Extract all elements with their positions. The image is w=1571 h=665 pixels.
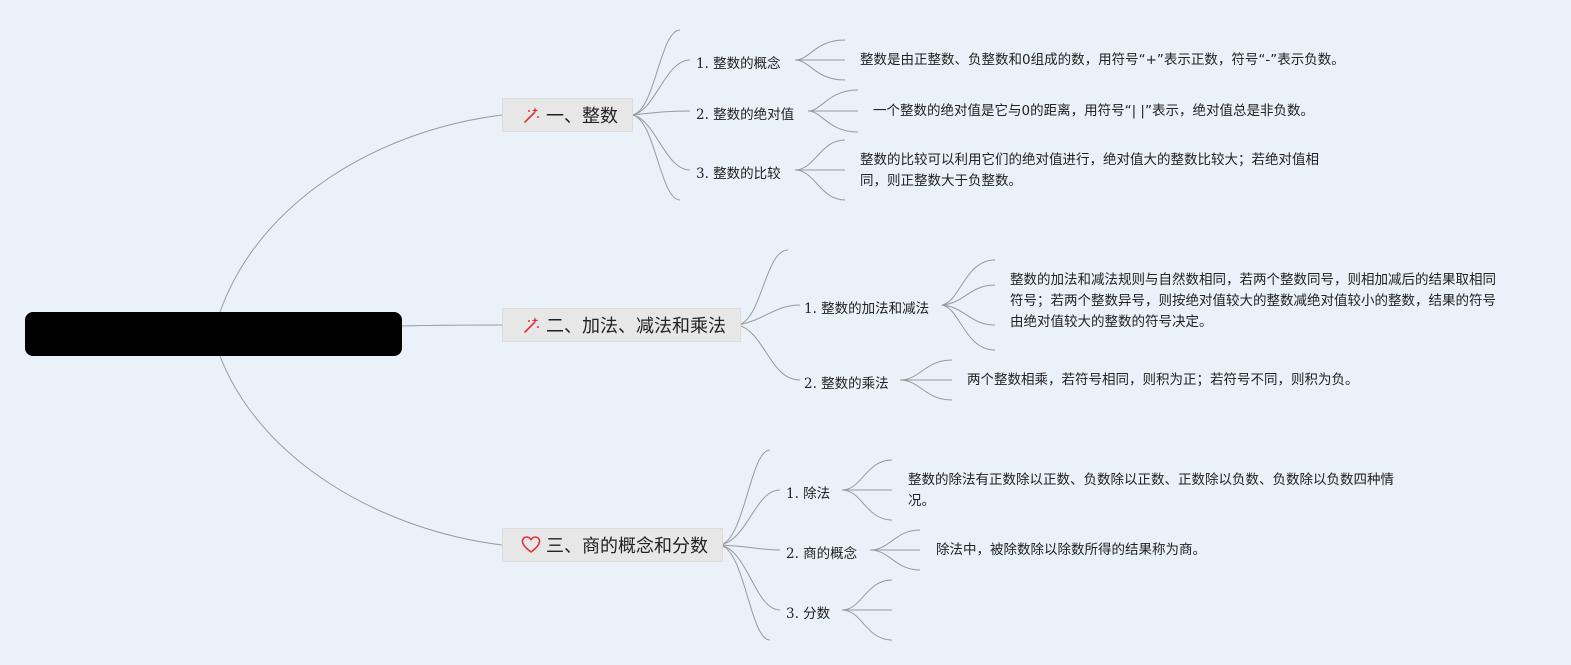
subtopic-multiplication[interactable]: 2. 整数的乘法 (804, 376, 889, 392)
connector-b1-item-2 (631, 110, 691, 116)
leaf-integer-concept[interactable]: 整数是由正整数、负整数和0组成的数，用符号“+”表示正数，符号“-”表示负数。 (860, 52, 1345, 68)
connector-b1-item-3 (631, 114, 691, 171)
connector-b3-leaf-1a (841, 459, 893, 491)
connector-b1-item-1 (631, 59, 691, 116)
connector-b2-leaf-2c (899, 379, 953, 401)
connector-b2-leaf-2a (899, 359, 953, 381)
connector-b1-leaf-1a (794, 39, 846, 61)
subtopic-integer-absolute-value[interactable]: 2. 整数的绝对值 (696, 107, 795, 123)
subtopic-division[interactable]: 1. 除法 (786, 486, 831, 502)
leaf-quotient-concept[interactable]: 除法中，被除数除以除数所得的结果称为商。 (936, 542, 1206, 558)
connector-root-branch-2 (401, 324, 503, 327)
connector-root-branch-1 (219, 114, 503, 313)
connector-b1-spread (631, 29, 681, 116)
connector-b2-spread (737, 249, 789, 326)
leaf-multiplication[interactable]: 两个整数相乘，若符号相同，则积为正；若符号不同，则积为负。 (967, 372, 1359, 388)
leaf-integer-absolute-value[interactable]: 一个整数的绝对值是它与0的距离，用符号“| |”表示，绝对值总是非负数。 (873, 103, 1314, 119)
connector-b2-leaf-1d (941, 304, 996, 351)
connector-b3-leaf-1c (841, 489, 893, 521)
connector-b3-leaf-3c (841, 609, 893, 641)
connector-b1-leaf-3a (794, 139, 846, 171)
main-topic-add-sub-mul[interactable]: 二、加法、减法和乘法 (502, 308, 741, 342)
connector-b3-leaf-2a (869, 529, 921, 551)
main-topic-integers[interactable]: 一、整数 (502, 98, 633, 132)
subtopic-quotient-concept[interactable]: 2. 商的概念 (786, 546, 858, 562)
main-topic-quotient-fraction[interactable]: 三、商的概念和分数 (502, 528, 723, 562)
connector-b3-item-3 (719, 544, 781, 611)
connector-root-branch-3 (219, 355, 503, 546)
subtopic-integer-concept[interactable]: 1. 整数的概念 (696, 56, 781, 72)
magic-wand-icon (521, 315, 541, 335)
subtopic-integer-comparison[interactable]: 3. 整数的比较 (696, 166, 781, 182)
connector-b2-item-1 (737, 304, 801, 326)
connector-b3-leaf-2c (869, 549, 921, 571)
connector-b3-leaf-3a (841, 579, 893, 611)
connector-b1-leaf-2a (807, 89, 859, 112)
main-topic-label: 二、加法、减法和乘法 (546, 316, 726, 337)
connector-b1-leaf-3c (794, 169, 846, 201)
connector-b2-leaf-1a (941, 259, 996, 306)
connector-b3-spread-2 (719, 544, 771, 641)
main-topic-label: 一、整数 (546, 106, 618, 127)
connector-b2-item-2 (737, 324, 801, 381)
connector-b3-spread (719, 449, 771, 546)
connector-b1-leaf-2c (807, 110, 859, 133)
connector-b1-leaf-1c (794, 59, 846, 81)
connector-b2-leaf-1c (941, 304, 996, 326)
leaf-add-subtract[interactable]: 整数的加法和减法规则与自然数相同，若两个整数同号，则相加减后的结果取相同符号；若… (1010, 272, 1496, 330)
subtopic-add-subtract[interactable]: 1. 整数的加法和减法 (804, 301, 930, 317)
leaf-integer-comparison[interactable]: 整数的比较可以利用它们的绝对值进行，绝对值大的整数比较大；若绝对值相同，则正整数… (860, 152, 1319, 189)
heart-icon (521, 535, 541, 555)
connector-b1-spread-2 (631, 114, 681, 201)
connector-b3-item-2 (719, 544, 781, 551)
central-topic[interactable] (25, 312, 402, 356)
leaf-division[interactable]: 整数的除法有正数除以正数、负数除以正数、正数除以负数、负数除以负数四种情况。 (908, 472, 1394, 509)
connector-b3-item-1 (719, 489, 781, 546)
main-topic-label: 三、商的概念和分数 (546, 536, 708, 557)
magic-wand-icon (521, 105, 541, 125)
subtopic-fraction[interactable]: 3. 分数 (786, 606, 831, 622)
connector-b2-leaf-1b (941, 284, 996, 306)
